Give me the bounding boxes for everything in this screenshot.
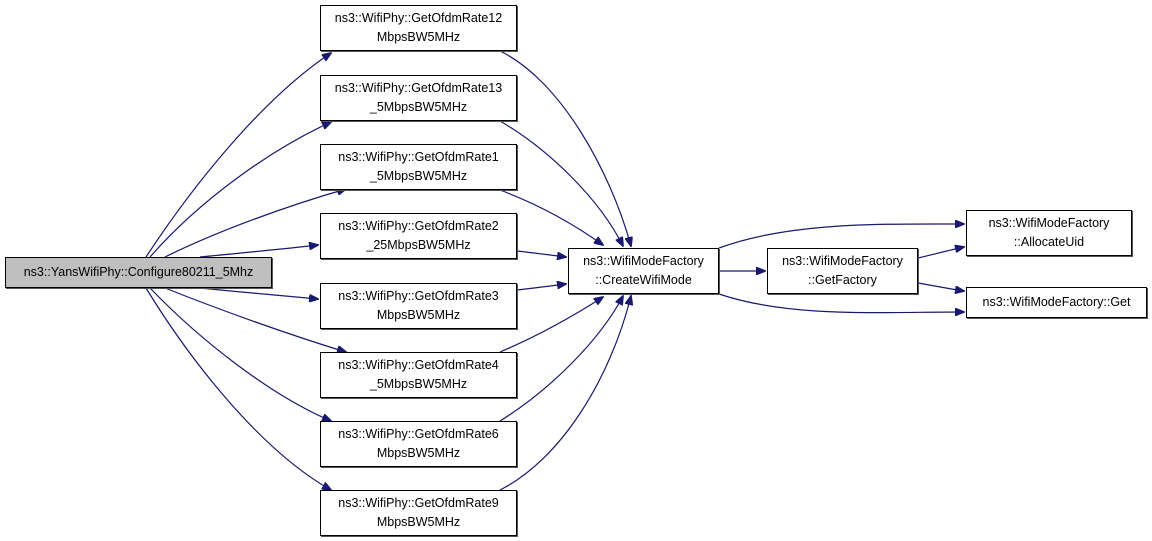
edge-create-allocate: [718, 224, 964, 249]
node-root: ns3::YansWifiPhy::Configure80211_5Mhz: [5, 257, 272, 288]
edge-r6-create: [499, 296, 623, 422]
edge-r2_25-create: [516, 250, 566, 257]
node-label-line: ::AllocateUid: [1013, 235, 1085, 249]
node-r13_5[interactable]: ns3::WifiPhy::GetOfdmRate13_5MbpsBW5MHz: [320, 75, 517, 121]
node-label-line: MbpsBW5MHz: [376, 30, 461, 44]
node-label-line: ns3::WifiPhy::GetOfdmRate1: [338, 150, 499, 164]
node-label-line: ns3::WifiModeFactory: [988, 216, 1110, 230]
edge-root-r1_5: [164, 189, 346, 258]
node-label-line: MbpsBW5MHz: [376, 308, 461, 322]
node-create[interactable]: ns3::WifiModeFactory::CreateWifiMode: [568, 248, 719, 294]
edge-r13_5-create: [499, 120, 623, 246]
edge-root-r13_5: [149, 122, 331, 258]
edge-root-r6: [149, 287, 331, 421]
node-label-line: _5MbpsBW5MHz: [369, 100, 468, 114]
edge-root-r4_5: [164, 287, 346, 352]
node-label-line: ns3::YansWifiPhy::Configure80211_5Mhz: [23, 265, 254, 279]
node-label-line: ns3::WifiModeFactory: [583, 254, 704, 268]
node-label-line: ::CreateWifiMode: [595, 273, 692, 287]
node-r1_5[interactable]: ns3::WifiPhy::GetOfdmRate1_5MbpsBW5MHz: [320, 144, 517, 190]
node-label-line: ns3::WifiPhy::GetOfdmRate12: [334, 11, 503, 25]
node-allocate[interactable]: ns3::WifiModeFactory::AllocateUid: [966, 210, 1132, 256]
node-label-line: MbpsBW5MHz: [376, 446, 461, 460]
edge-getfactory-get: [917, 282, 964, 291]
node-label-line: ns3::WifiModeFactory::Get: [982, 295, 1131, 309]
node-label-line: ns3::WifiPhy::GetOfdmRate9: [338, 496, 499, 510]
node-label-line: ns3::WifiPhy::GetOfdmRate4: [338, 358, 499, 372]
edge-root-r3: [199, 287, 318, 299]
edge-r3-create: [516, 284, 566, 291]
node-label-line: ::GetFactory: [808, 273, 877, 287]
node-r2_25[interactable]: ns3::WifiPhy::GetOfdmRate2_25MbpsBW5MHz: [320, 213, 517, 259]
edge-create-get: [718, 293, 964, 313]
node-label-line: ns3::WifiPhy::GetOfdmRate6: [338, 427, 499, 441]
edge-r12-create: [499, 50, 631, 246]
node-label-line: ns3::WifiPhy::GetOfdmRate3: [338, 289, 499, 303]
node-label-line: _25MbpsBW5MHz: [366, 238, 471, 252]
node-label-line: ns3::WifiModeFactory: [782, 254, 903, 268]
node-label-line: _5MbpsBW5MHz: [369, 377, 468, 391]
node-get[interactable]: ns3::WifiModeFactory::Get: [966, 287, 1147, 318]
edge-getfactory-allocate: [917, 247, 964, 259]
edge-root-r12: [145, 53, 331, 258]
node-label-line: MbpsBW5MHz: [376, 515, 461, 529]
node-label-line: _5MbpsBW5MHz: [369, 169, 468, 183]
edge-root-r2_25: [199, 245, 318, 258]
node-r4_5[interactable]: ns3::WifiPhy::GetOfdmRate4_5MbpsBW5MHz: [320, 352, 517, 398]
edge-r4_5-create: [499, 297, 603, 353]
edge-r1_5-create: [499, 189, 603, 245]
edge-root-r9: [145, 287, 331, 490]
node-label-line: ns3::WifiPhy::GetOfdmRate13: [334, 81, 503, 95]
edge-r9-create: [499, 296, 631, 491]
node-label-line: ns3::WifiPhy::GetOfdmRate2: [338, 219, 499, 233]
node-getfactory[interactable]: ns3::WifiModeFactory::GetFactory: [767, 248, 918, 294]
